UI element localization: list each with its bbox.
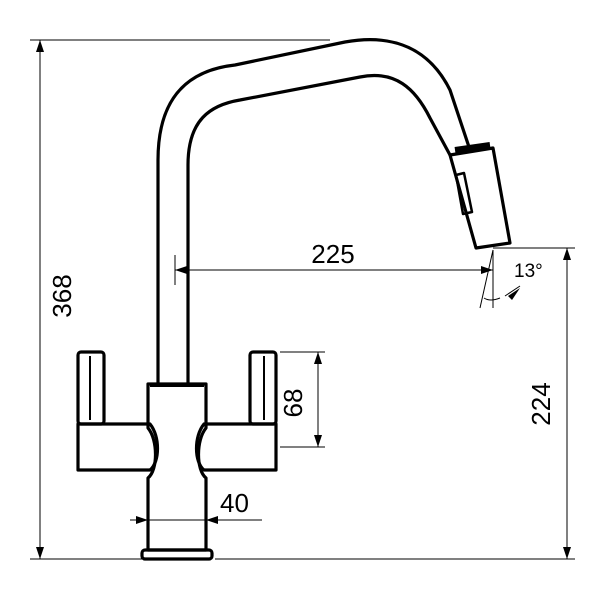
- reach-label: 225: [311, 239, 354, 269]
- dim-spout-height: 224: [215, 248, 575, 560]
- base-plate: [140, 548, 214, 561]
- dim-base-diameter: 40: [130, 488, 262, 524]
- spray-head-band: [454, 142, 491, 153]
- spout-neck: [156, 38, 472, 386]
- total-height-label: 368: [47, 274, 77, 317]
- spray-head: [448, 146, 512, 250]
- spout-angle-label: 13°: [514, 261, 543, 282]
- right-handle: [194, 350, 278, 472]
- spout-neck-inner: [186, 74, 452, 386]
- spray-button: [454, 171, 474, 216]
- dim-handle-height: 68: [278, 351, 325, 448]
- dim-total-height: 368: [30, 39, 330, 560]
- faucet-outline: [76, 38, 512, 561]
- dim-reach: 225: [174, 239, 493, 285]
- spout-height-label: 224: [526, 382, 556, 425]
- handle-height-label: 68: [278, 389, 308, 418]
- valve-body: [146, 382, 208, 552]
- dim-spout-angle: 13°: [479, 247, 575, 309]
- base-diameter-label: 40: [220, 488, 249, 518]
- left-handle: [76, 350, 160, 472]
